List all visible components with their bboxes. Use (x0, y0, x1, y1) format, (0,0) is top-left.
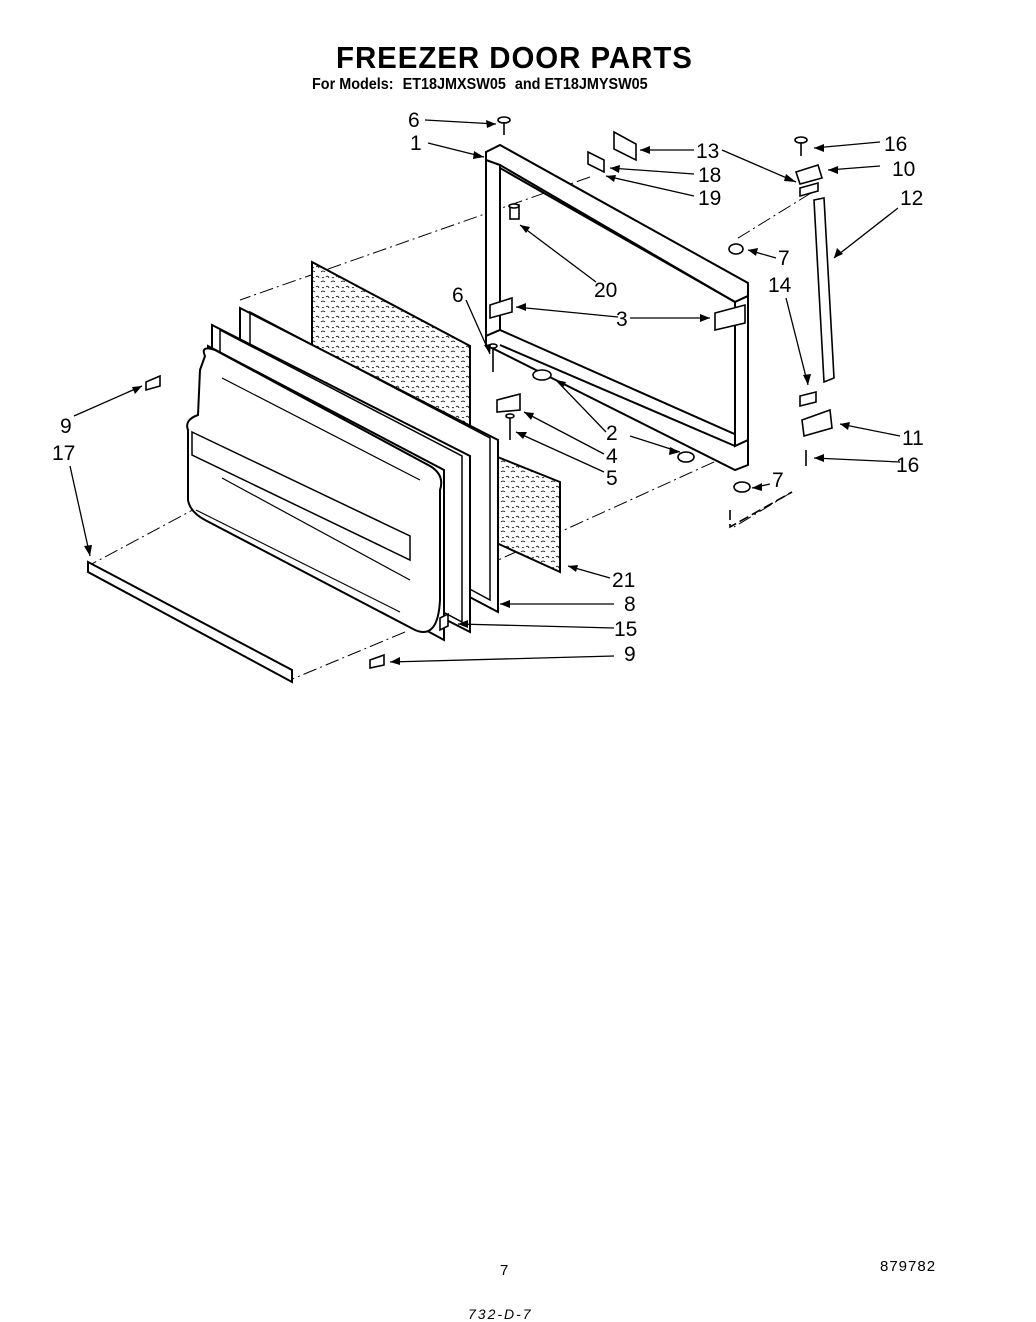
door-screws (145, 374, 449, 669)
callout-7-bottom: 7 (772, 469, 784, 492)
door-hinge-frame (485, 143, 749, 472)
callout-10: 10 (892, 158, 915, 181)
callout-14: 14 (768, 274, 792, 297)
callout-labels: 6 1 13 18 19 20 3 6 2 4 5 16 10 12 7 14 … (52, 109, 924, 666)
callout-8: 8 (624, 593, 636, 616)
leader-lines (69, 119, 901, 663)
model-subtitle: For Models: ET18JMXSW05 and ET18JMYSW05 (312, 76, 657, 94)
bottom-trim (87, 560, 293, 684)
hinge-hardware (488, 296, 746, 463)
model-a: ET18JMXSW05 (402, 76, 506, 93)
page-number: 7 (500, 1262, 509, 1279)
callout-6-mid: 6 (452, 284, 464, 307)
callout-19: 19 (698, 187, 721, 210)
callout-2: 2 (606, 422, 618, 445)
callout-1: 1 (410, 132, 422, 155)
callout-6-top: 6 (408, 109, 420, 132)
models-prefix: For Models: (312, 76, 394, 93)
callout-7-top: 7 (778, 247, 790, 270)
callout-5: 5 (606, 467, 618, 490)
callout-4: 4 (606, 445, 618, 468)
callout-17: 17 (52, 442, 75, 465)
door-assembly (186, 260, 561, 642)
callout-11: 11 (902, 427, 924, 450)
callout-16-bottom: 16 (896, 454, 919, 477)
callout-9-left: 9 (60, 415, 72, 438)
callout-21: 21 (612, 569, 635, 592)
callout-15: 15 (614, 618, 637, 641)
right-side-hardware (728, 136, 835, 529)
callout-9-bottom: 9 (624, 643, 636, 666)
callout-16-top: 16 (884, 133, 907, 156)
arrowheads (84, 120, 850, 665)
callout-20: 20 (594, 279, 617, 302)
hardware-top (497, 116, 637, 220)
callout-13: 13 (696, 140, 719, 163)
model-b: and ET18JMYSW05 (514, 76, 648, 93)
callout-3: 3 (616, 308, 628, 331)
callout-18: 18 (698, 164, 721, 187)
callout-12: 12 (900, 187, 923, 210)
page-title: FREEZER DOOR PARTS (336, 40, 693, 75)
footer-stamp: 732-D-7 (468, 1306, 533, 1322)
part-code: 879782 (880, 1258, 937, 1275)
